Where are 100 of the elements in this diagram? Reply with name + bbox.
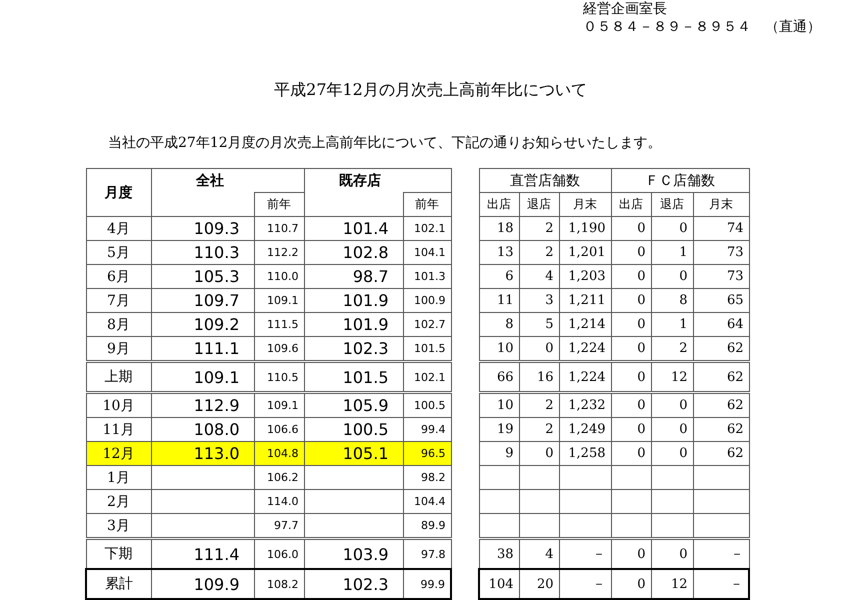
store-count: 0 bbox=[651, 264, 693, 288]
store-count: 0 bbox=[611, 288, 651, 312]
growth-rate: 101.5 bbox=[304, 362, 403, 392]
growth-rate: 105.3 bbox=[151, 264, 254, 288]
prior-year-rate: 101.3 bbox=[403, 264, 451, 288]
growth-rate: 109.7 bbox=[151, 288, 254, 312]
store-count: 0 bbox=[651, 392, 693, 418]
store-count: 1,249 bbox=[559, 418, 611, 442]
store-count: 62 bbox=[693, 362, 749, 392]
prior-year-rate: 110.5 bbox=[254, 362, 304, 392]
store-count: 1,201 bbox=[559, 240, 611, 264]
column-header: 出店 bbox=[611, 192, 651, 216]
store-count: 10 bbox=[479, 336, 519, 362]
prior-year-rate: 96.5 bbox=[403, 442, 451, 466]
store-count: 0 bbox=[611, 569, 651, 599]
prior-year-rate: 111.5 bbox=[254, 312, 304, 336]
store-count: 1 bbox=[651, 312, 693, 336]
store-count: 0 bbox=[611, 240, 651, 264]
month-label: 上期 bbox=[86, 362, 151, 392]
store-count: 1,224 bbox=[559, 362, 611, 392]
prior-year-rate: 102.1 bbox=[403, 362, 451, 392]
growth-rate: 109.9 bbox=[151, 569, 254, 599]
store-count: 2 bbox=[519, 240, 559, 264]
prior-year-rate: 110.7 bbox=[254, 216, 304, 240]
prior-year-rate: 97.8 bbox=[403, 538, 451, 569]
month-label: 10月 bbox=[86, 392, 151, 418]
prior-year-rate: 104.8 bbox=[254, 442, 304, 466]
store-count: 4 bbox=[519, 538, 559, 569]
store-count: 38 bbox=[479, 538, 519, 569]
prior-year-rate: 99.9 bbox=[403, 569, 451, 599]
store-count: 62 bbox=[693, 418, 749, 442]
prior-year-rate: 102.1 bbox=[403, 216, 451, 240]
column-header: ＦＣ店舗数 bbox=[611, 168, 749, 192]
store-count: 0 bbox=[611, 362, 651, 392]
column-header: 月末 bbox=[559, 192, 611, 216]
store-count: 2 bbox=[519, 216, 559, 240]
growth-rate: 111.4 bbox=[151, 538, 254, 569]
month-label: 7月 bbox=[86, 288, 151, 312]
month-label: 8月 bbox=[86, 312, 151, 336]
prior-year-rate: 112.2 bbox=[254, 240, 304, 264]
prior-year-rate: 104.4 bbox=[403, 490, 451, 514]
prior-year-rate: 100.5 bbox=[403, 392, 451, 418]
column-header: 退店 bbox=[651, 192, 693, 216]
growth-rate: 109.2 bbox=[151, 312, 254, 336]
growth-rate: 105.9 bbox=[304, 392, 403, 418]
store-count: 2 bbox=[519, 392, 559, 418]
column-header: 月度 bbox=[86, 168, 151, 216]
store-count: 0 bbox=[651, 418, 693, 442]
column-header: 直営店舗数 bbox=[479, 168, 611, 192]
store-count: 1,190 bbox=[559, 216, 611, 240]
store-count: 10 bbox=[479, 392, 519, 418]
store-count: 1,211 bbox=[559, 288, 611, 312]
growth-rate: 102.8 bbox=[304, 240, 403, 264]
column-header: 前年 bbox=[254, 192, 304, 216]
store-count: － bbox=[693, 569, 749, 599]
month-label: 4月 bbox=[86, 216, 151, 240]
store-count: 62 bbox=[693, 392, 749, 418]
store-count: － bbox=[559, 569, 611, 599]
store-count: 8 bbox=[651, 288, 693, 312]
store-count: 8 bbox=[479, 312, 519, 336]
store-count: 0 bbox=[651, 442, 693, 466]
phone-number: ０５８４－８９－８９５４ （直通） bbox=[583, 18, 821, 36]
store-count: 0 bbox=[611, 392, 651, 418]
store-count: 1,214 bbox=[559, 312, 611, 336]
prior-year-rate: 104.1 bbox=[403, 240, 451, 264]
month-label: 6月 bbox=[86, 264, 151, 288]
prior-year-rate: 109.1 bbox=[254, 392, 304, 418]
growth-rate: 109.3 bbox=[151, 216, 254, 240]
store-count: 0 bbox=[611, 418, 651, 442]
store-count: 1 bbox=[651, 240, 693, 264]
store-count: 65 bbox=[693, 288, 749, 312]
growth-rate: 109.1 bbox=[151, 362, 254, 392]
store-count: 0 bbox=[651, 216, 693, 240]
column-header: 全社 bbox=[151, 168, 304, 192]
store-count: 62 bbox=[693, 442, 749, 466]
column-header: 出店 bbox=[479, 192, 519, 216]
growth-rate: 112.9 bbox=[151, 392, 254, 418]
store-count: 11 bbox=[479, 288, 519, 312]
store-count: － bbox=[559, 538, 611, 569]
store-count: 104 bbox=[479, 569, 519, 599]
prior-year-rate: 98.2 bbox=[403, 466, 451, 490]
column-header: 月末 bbox=[693, 192, 749, 216]
growth-rate: 102.3 bbox=[304, 569, 403, 599]
prior-year-rate: 109.1 bbox=[254, 288, 304, 312]
store-count: 0 bbox=[519, 442, 559, 466]
store-count: 5 bbox=[519, 312, 559, 336]
growth-rate: 101.9 bbox=[304, 288, 403, 312]
store-count: 64 bbox=[693, 312, 749, 336]
growth-rate: 105.1 bbox=[304, 442, 403, 466]
store-count: 0 bbox=[611, 264, 651, 288]
store-count: 74 bbox=[693, 216, 749, 240]
store-count: 12 bbox=[651, 362, 693, 392]
department-name: 経営企画室長 bbox=[583, 0, 667, 18]
month-label: 3月 bbox=[86, 514, 151, 538]
prior-year-rate: 110.0 bbox=[254, 264, 304, 288]
store-count: 6 bbox=[479, 264, 519, 288]
prior-year-rate: 108.2 bbox=[254, 569, 304, 599]
month-label: 5月 bbox=[86, 240, 151, 264]
month-label: 1月 bbox=[86, 466, 151, 490]
month-label: 下期 bbox=[86, 538, 151, 569]
